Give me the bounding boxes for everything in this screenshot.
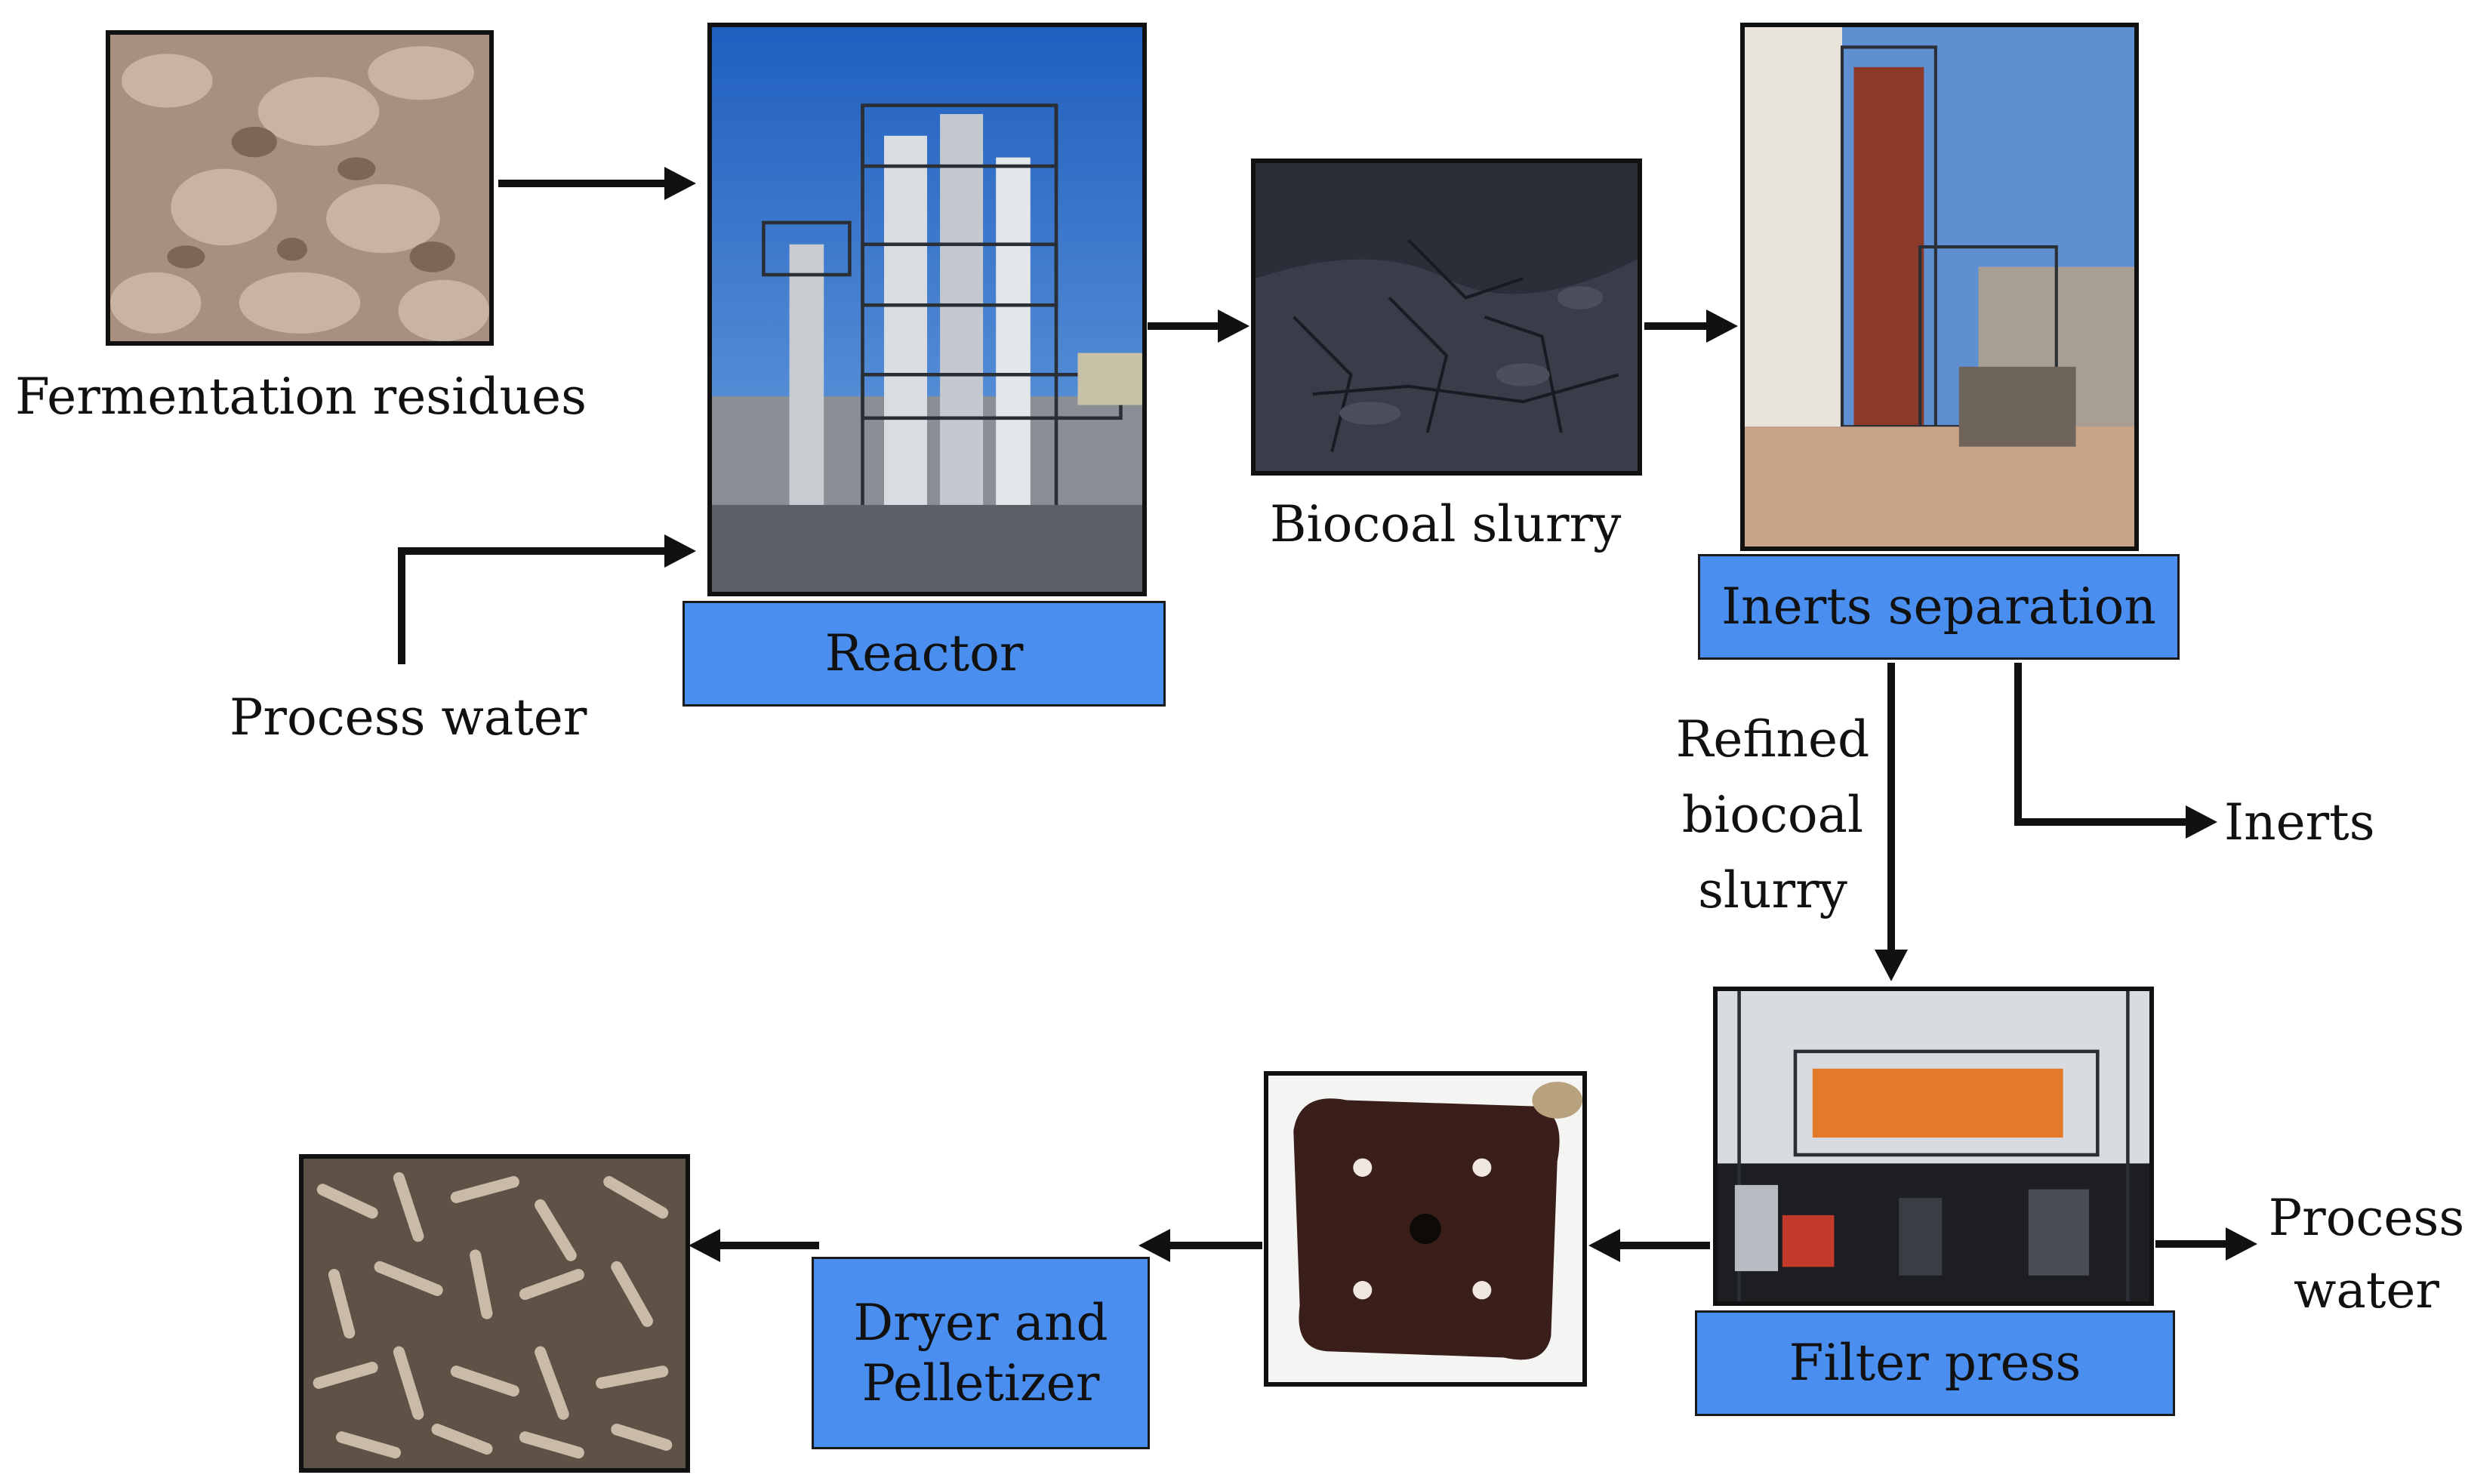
filter-press-label: Filter press (1789, 1334, 2081, 1393)
pellets-photo (299, 1154, 690, 1473)
inerts-separation-box: Inerts separation (1698, 554, 2180, 660)
arrowhead-residues-reactor (664, 167, 696, 200)
arrowhead-separation-inerts (2186, 805, 2217, 839)
arrowhead-slurry-separation (1706, 309, 1738, 343)
filter-press-box: Filter press (1695, 1310, 2175, 1416)
arrowhead-cake-dryer (1138, 1229, 1170, 1262)
reactor-photo (707, 23, 1147, 596)
arrowhead-separation-press (1875, 950, 1908, 981)
inerts-separation-label: Inerts separation (1721, 577, 2156, 636)
fermentation-residues-label: Fermentation residues (15, 368, 587, 426)
filter-press-photo (1713, 987, 2154, 1306)
arrow-process-water-to-reactor (398, 547, 672, 664)
inerts-label: Inerts (2224, 793, 2375, 851)
dryer-label-line1: Dryer and (853, 1294, 1108, 1353)
refined-line3: slurry (1698, 861, 1847, 919)
reactor-box: Reactor (682, 601, 1166, 707)
arrowhead-press-water (2226, 1227, 2257, 1261)
refined-line1: Refined (1675, 710, 1870, 768)
process-water-out-line1: Process (2268, 1189, 2465, 1247)
process-water-out-line2: water (2294, 1261, 2439, 1319)
arrowhead-press-cake (1588, 1229, 1620, 1262)
dryer-pelletizer-box: Dryer and Pelletizer (812, 1257, 1150, 1449)
dryer-label-line2: Pelletizer (861, 1353, 1100, 1412)
arrowhead-dryer-pellets (689, 1229, 720, 1262)
biocoal-slurry-label: Biocoal slurry (1270, 495, 1622, 553)
arrowhead-reactor-slurry (1218, 309, 1249, 343)
process-water-out-label: Process water (2265, 1182, 2468, 1327)
arrowhead-water-reactor (664, 534, 696, 568)
refined-line2: biocoal (1681, 786, 1864, 844)
inerts-separation-photo (1740, 23, 2139, 551)
filter-cake-photo (1264, 1071, 1587, 1387)
reactor-label: Reactor (824, 624, 1024, 683)
process-water-in-label: Process water (230, 688, 587, 747)
arrow-separation-to-inerts (2014, 663, 2189, 826)
fermentation-residues-photo (106, 30, 494, 346)
biocoal-slurry-photo (1251, 159, 1642, 476)
refined-biocoal-slurry-label: Refined biocoal slurry (1667, 702, 1878, 928)
